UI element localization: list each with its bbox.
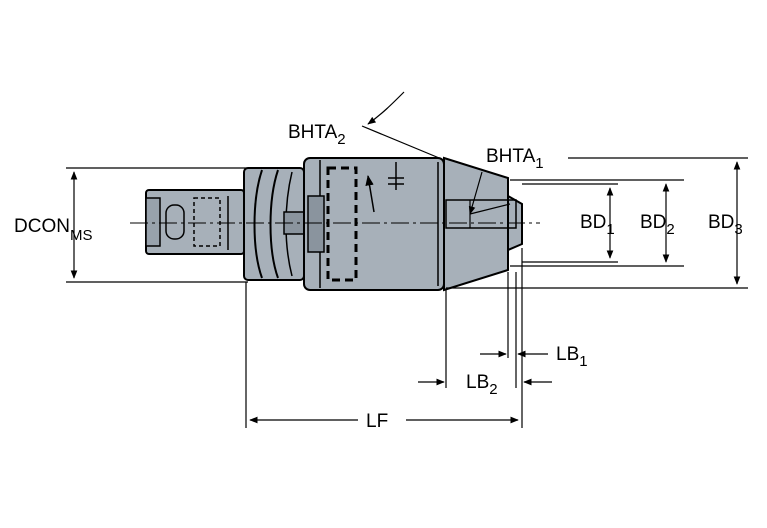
main-body <box>303 157 445 291</box>
label-bd3: BD3 <box>708 212 743 238</box>
dcon-dimension <box>66 167 248 283</box>
label-lf: LF <box>366 411 388 432</box>
label-lb2: LB2 <box>466 372 498 398</box>
shank-tip <box>145 197 161 247</box>
label-bhta1: BHTA1 <box>486 146 544 172</box>
tool-body <box>130 156 540 292</box>
label-lb1: LB1 <box>556 344 588 370</box>
bhta-leaders <box>361 91 511 215</box>
length-dimensions <box>245 248 552 428</box>
bd-dimensions <box>446 157 748 289</box>
label-bhta2: BHTA2 <box>288 122 346 148</box>
label-bd2: BD2 <box>640 212 675 238</box>
label-dcon-ms: DCONMS <box>14 216 92 244</box>
label-bd1: BD1 <box>580 212 615 238</box>
conical-nose <box>443 156 509 292</box>
